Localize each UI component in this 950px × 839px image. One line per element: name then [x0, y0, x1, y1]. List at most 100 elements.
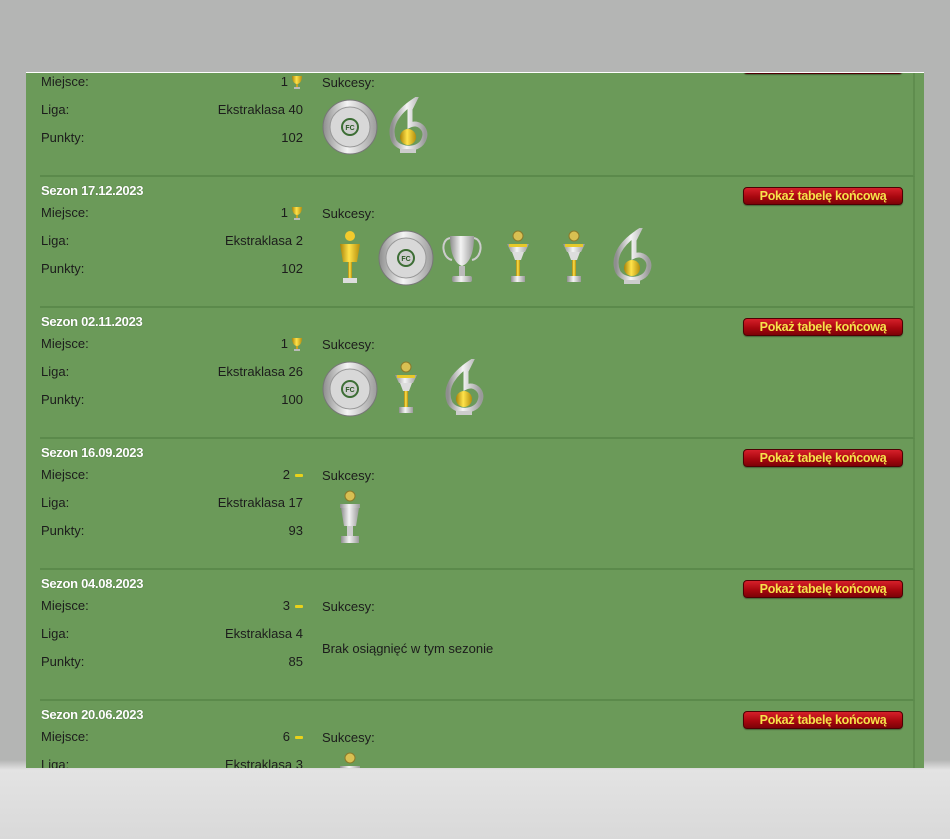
- slim-cup-trophy-icon[interactable]: [378, 359, 434, 417]
- season-title: Sezon 04.08.2023: [41, 576, 144, 591]
- place-value: 6: [283, 728, 303, 746]
- show-final-table-button[interactable]: Pokaż tabelę końcową: [743, 449, 903, 467]
- successes-label: Sukcesy:: [322, 206, 375, 221]
- shield-plate-trophy-icon[interactable]: [322, 359, 378, 417]
- points-label: Punkty:: [41, 261, 85, 276]
- points-row: Punkty: 102: [41, 129, 303, 147]
- league-label: Liga:: [41, 757, 70, 768]
- successes-label: Sukcesy:: [322, 599, 375, 614]
- no-achievements-text: Brak osiągnięć w tym sezonie: [322, 641, 494, 656]
- league-row: Liga: Ekstraklasa 3: [41, 756, 303, 768]
- season-entry: Sezon 16.09.2023 Pokaż tabelę końcową Mi…: [40, 439, 915, 570]
- trophy-list: [322, 228, 658, 286]
- points-value: 102: [281, 130, 303, 145]
- points-row: Punkty: 100: [41, 391, 303, 409]
- points-label: Punkty:: [41, 130, 85, 145]
- silver-urn-trophy-icon[interactable]: [322, 490, 378, 548]
- place-number: 1: [280, 205, 288, 220]
- place-number: 1: [280, 336, 288, 351]
- show-final-table-button[interactable]: Pokaż tabelę końcową: [743, 711, 903, 729]
- trophy-list: [322, 490, 378, 548]
- points-value: 100: [281, 392, 303, 407]
- gold-cup-trophy-icon[interactable]: [322, 228, 378, 286]
- league-value: Ekstraklasa 40: [217, 102, 303, 117]
- league-row: Liga: Ekstraklasa 40: [41, 101, 303, 119]
- place-row: Miejsce: 2: [41, 466, 303, 484]
- league-value: Ekstraklasa 17: [217, 495, 303, 510]
- place-label: Miejsce:: [41, 598, 89, 613]
- successes-label: Sukcesy:: [322, 337, 375, 352]
- league-row: Liga: Ekstraklasa 26: [41, 363, 303, 381]
- points-label: Punkty:: [41, 654, 85, 669]
- league-label: Liga:: [41, 364, 70, 379]
- show-final-table-button[interactable]: Pokaż tabelę końcową: [743, 318, 903, 336]
- silver-urn-trophy-icon[interactable]: [322, 752, 378, 768]
- no-change-dash-icon: [295, 604, 303, 608]
- points-label: Punkty:: [41, 523, 85, 538]
- slim-cup-trophy-icon[interactable]: [490, 228, 546, 286]
- place-number: 2: [282, 467, 290, 482]
- award-six-trophy-icon[interactable]: [434, 359, 490, 417]
- successes-label: Sukcesy:: [322, 468, 375, 483]
- trophy-list: [322, 97, 434, 155]
- season-entry: Pokaż tabelę końcową Miejsce: 1 Liga: Ek…: [40, 73, 915, 177]
- league-value: Ekstraklasa 26: [217, 364, 303, 379]
- place-row: Miejsce: 1: [41, 204, 303, 222]
- league-value: Ekstraklasa 4: [224, 626, 303, 641]
- points-row: Punkty: 85: [41, 653, 303, 671]
- league-value: Ekstraklasa 3: [224, 757, 303, 768]
- league-label: Liga:: [41, 626, 70, 641]
- successes-label: Sukcesy:: [322, 730, 375, 745]
- points-value: 93: [288, 523, 303, 538]
- place-row: Miejsce: 1: [41, 73, 303, 91]
- award-six-trophy-icon[interactable]: [378, 97, 434, 155]
- place-value: 1: [281, 73, 303, 91]
- show-final-table-button[interactable]: Pokaż tabelę końcową: [743, 73, 903, 74]
- points-row: Punkty: 93: [41, 522, 303, 540]
- successes-label: Sukcesy:: [322, 75, 375, 90]
- season-entry: Sezon 20.06.2023 Pokaż tabelę końcową Mi…: [40, 701, 915, 768]
- no-change-dash-icon: [295, 473, 303, 477]
- league-row: Liga: Ekstraklasa 4: [41, 625, 303, 643]
- place-number: 1: [280, 74, 288, 89]
- points-value: 85: [288, 654, 303, 669]
- trophy-list: [322, 752, 378, 768]
- silver-big-cup-trophy-icon[interactable]: [434, 228, 490, 286]
- season-title: Sezon 02.11.2023: [41, 314, 143, 329]
- season-entry: Sezon 04.08.2023 Pokaż tabelę końcową Mi…: [40, 570, 915, 701]
- points-row: Punkty: 102: [41, 260, 303, 278]
- league-label: Liga:: [41, 495, 70, 510]
- place-row: Miejsce: 6: [41, 728, 303, 746]
- place-label: Miejsce:: [41, 729, 89, 744]
- place-label: Miejsce:: [41, 467, 89, 482]
- league-row: Liga: Ekstraklasa 2: [41, 232, 303, 250]
- league-label: Liga:: [41, 233, 70, 248]
- place-value: 3: [283, 597, 303, 615]
- league-value: Ekstraklasa 2: [224, 233, 303, 248]
- place-value: 1: [281, 335, 303, 353]
- place-value: 2: [283, 466, 303, 484]
- shield-plate-trophy-icon[interactable]: [322, 97, 378, 155]
- show-final-table-button[interactable]: Pokaż tabelę końcową: [743, 580, 903, 598]
- place-number: 3: [282, 598, 290, 613]
- season-title: Sezon 20.06.2023: [41, 707, 144, 722]
- trophy-icon: [291, 337, 303, 352]
- award-six-trophy-icon[interactable]: [602, 228, 658, 286]
- show-final-table-button[interactable]: Pokaż tabelę końcową: [743, 187, 903, 205]
- place-label: Miejsce:: [41, 336, 89, 351]
- trophy-icon: [291, 206, 303, 221]
- shield-plate-trophy-icon[interactable]: [378, 228, 434, 286]
- slim-cup-trophy-icon[interactable]: [546, 228, 602, 286]
- season-entry: Sezon 02.11.2023 Pokaż tabelę końcową Mi…: [40, 308, 915, 439]
- season-entry: Sezon 17.12.2023 Pokaż tabelę końcową Mi…: [40, 177, 915, 308]
- place-label: Miejsce:: [41, 205, 89, 220]
- points-value: 102: [281, 261, 303, 276]
- place-row: Miejsce: 1: [41, 335, 303, 353]
- season-history-panel: Pokaż tabelę końcową Miejsce: 1 Liga: Ek…: [26, 72, 924, 768]
- trophy-icon: [291, 75, 303, 90]
- league-row: Liga: Ekstraklasa 17: [41, 494, 303, 512]
- league-label: Liga:: [41, 102, 70, 117]
- season-title: Sezon 17.12.2023: [41, 183, 144, 198]
- place-number: 6: [282, 729, 290, 744]
- season-title: Sezon 16.09.2023: [41, 445, 144, 460]
